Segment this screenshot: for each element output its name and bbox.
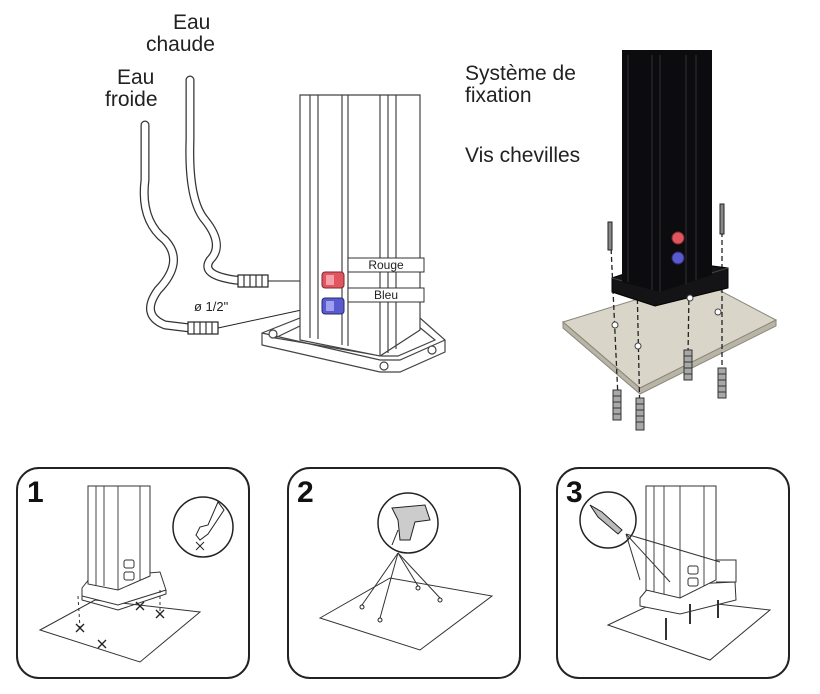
step-panel-2	[287, 467, 521, 679]
cold-water-label-line1: Eau	[117, 66, 155, 89]
hot-water-label-line1: Eau	[173, 11, 211, 34]
hot-water-hose	[185, 75, 255, 286]
fixing-system-illustration	[561, 50, 778, 431]
column-valves	[321, 271, 345, 315]
blue-valve-tag: Bleu	[373, 288, 399, 302]
shower-column-outline	[261, 94, 446, 373]
cold-water-label-line2: froide	[105, 88, 158, 111]
fixing-system-label-line2: fixation	[465, 84, 532, 107]
valve-tags	[347, 257, 425, 303]
hot-water-label-line2: chaude	[146, 33, 215, 56]
step-number-2: 2	[297, 476, 314, 509]
dark-column	[622, 50, 712, 292]
cold-hose-connector	[187, 321, 219, 335]
screw-anchors-label: Vis chevilles	[465, 144, 581, 167]
step-panel-1	[16, 467, 250, 679]
step-panel-3	[556, 467, 790, 679]
hose-diameter-label: ø 1/2"	[194, 299, 229, 314]
hose-connection-illustration	[139, 75, 321, 335]
fixing-system-label-line1: Système de	[465, 62, 576, 85]
step-number-3: 3	[566, 476, 583, 509]
step-number-1: 1	[27, 476, 44, 509]
red-valve-tag: Rouge	[368, 258, 404, 272]
hot-hose-connector	[237, 274, 269, 288]
